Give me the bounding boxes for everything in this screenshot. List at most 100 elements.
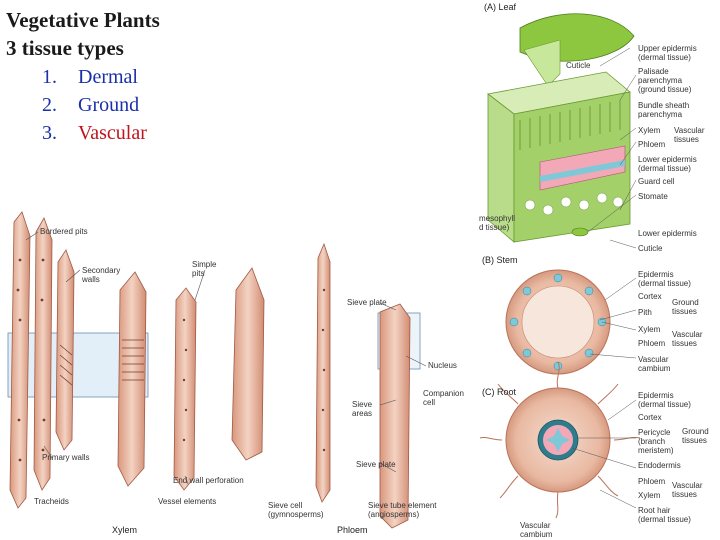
label-line: Pericycle	[638, 428, 671, 437]
label-xylem-c: Xylem	[638, 491, 661, 500]
label-cuticle-bottom: Cuticle	[638, 244, 663, 253]
label-line: meristem)	[638, 446, 674, 455]
label-line: (dermal tissue)	[638, 279, 691, 288]
pit-dots	[16, 258, 326, 462]
label-line: tissues	[672, 307, 697, 316]
leaf-phloem-stripe	[540, 160, 625, 182]
label-root-hair: Root hair (dermal tissue)	[638, 506, 691, 524]
label-phloem-c: Phloem	[638, 477, 666, 486]
label-line: Sieve tube element	[368, 501, 437, 510]
label-vascular-tissues-a: Vascular tissues	[674, 126, 705, 144]
label-stomate: Stomate	[638, 192, 668, 201]
label-line: Lower epidermis	[638, 155, 697, 164]
leaf-fold	[523, 39, 561, 87]
label-vascular-tissues-b: Vascular tissues	[672, 330, 703, 348]
root-xylem-star	[546, 428, 570, 452]
label-line: cell	[423, 398, 436, 407]
list-label: Ground	[78, 94, 140, 116]
label-lower-epidermis-b: Lower epidermis	[638, 229, 697, 238]
label-line: mesophyll	[479, 214, 516, 223]
title-line-1: Vegetative Plants	[6, 8, 160, 32]
label-ground-tissues-b: Ground tissues	[672, 298, 699, 316]
label-line: cambium	[638, 364, 671, 373]
label-sieve-plate-bottom: Sieve plate	[356, 460, 396, 469]
list-item: 2. Ground	[42, 91, 147, 119]
stem-vascular-bundles	[509, 273, 607, 371]
label-line: Upper epidermis	[638, 44, 697, 53]
slide-title: Vegetative Plants 3 tissue types	[6, 6, 160, 62]
list-number: 1.	[42, 66, 57, 88]
label-line: tissues	[672, 339, 697, 348]
label-phloem-b: Phloem	[638, 339, 666, 348]
vessel-element	[173, 287, 197, 491]
label-sieve-plate-top: Sieve plate	[347, 298, 387, 307]
label-end-wall-perforation: End wall perforation	[173, 476, 244, 485]
label-line: parenchyma	[638, 110, 683, 119]
label-line: Ground	[672, 298, 699, 307]
label-line: (angiosperms)	[368, 510, 420, 519]
label-tracheids: Tracheids	[34, 497, 69, 506]
label-c-root: (C) Root	[482, 387, 517, 397]
guard-cell-shape	[571, 227, 589, 237]
label-line: Vascular	[638, 355, 669, 364]
label-line: Sieve	[352, 400, 373, 409]
label-line: pits	[192, 269, 205, 278]
palisade-cells	[519, 100, 621, 150]
label-pericycle: Pericycle (branch meristem)	[638, 428, 674, 455]
label-secondary-walls: Secondary walls	[82, 266, 120, 284]
label-phloem: Phloem	[337, 525, 368, 535]
label-b-stem: (B) Stem	[482, 255, 518, 265]
label-lower-epidermis: Lower epidermis (dermal tissue)	[638, 155, 697, 173]
label-line: tissues	[674, 135, 699, 144]
tracheid-cell	[9, 211, 31, 509]
spongy-cells	[524, 192, 624, 216]
label-cortex-c: Cortex	[638, 413, 662, 422]
label-line: areas	[352, 409, 373, 418]
label-cuticle-top: Cuticle	[566, 61, 591, 70]
label-bordered-pits: Bordered pits	[40, 227, 88, 236]
label-line: tissues	[682, 436, 707, 445]
label-vessel-elements: Vessel elements	[158, 497, 217, 506]
label-cortex-b: Cortex	[638, 292, 662, 301]
vessel-element	[117, 271, 147, 487]
label-line: (dermal tissue)	[638, 400, 691, 409]
label-simple-pits: Simple pits	[192, 260, 216, 278]
label-line: Palisade	[638, 67, 669, 76]
vessel-element	[231, 267, 265, 461]
tracheid-cell	[55, 249, 75, 451]
label-guard-cell: Guard cell	[638, 177, 675, 186]
label-xylem-a: Xylem	[638, 126, 661, 135]
label-phloem-a: Phloem	[638, 140, 666, 149]
label-companion-cell: Companion cell	[423, 389, 464, 407]
sieve-tube-element	[379, 303, 411, 529]
label-line: (dermal tissue)	[638, 53, 691, 62]
label-line: (ground tissue)	[638, 85, 692, 94]
label-line: Vascular	[672, 481, 703, 490]
label-upper-epidermis: Upper epidermis (dermal tissue)	[638, 44, 697, 62]
stem-pith	[521, 285, 595, 359]
label-line: Simple	[192, 260, 217, 269]
list-label: Vascular	[78, 122, 147, 144]
label-nucleus: Nucleus	[428, 361, 457, 370]
sieve-cell	[315, 242, 331, 503]
list-item: 3. Vascular	[42, 119, 147, 147]
label-sieve-cell: Sieve cell (gymnosperms)	[268, 501, 324, 519]
label-a-leaf: (A) Leaf	[484, 2, 517, 12]
label-line: Ground	[682, 427, 709, 436]
label-line: (dermal tissue)	[638, 164, 691, 173]
list-number: 2.	[42, 94, 57, 116]
label-bundle-sheath: Bundle sheath parenchyma	[638, 101, 689, 119]
label-line: tissues	[672, 490, 697, 499]
label-line: Epidermis	[638, 391, 674, 400]
label-line: (branch	[638, 437, 666, 446]
label-endodermis: Endodermis	[638, 461, 681, 470]
label-vascular-cambium-c: Vascular cambium	[520, 521, 552, 539]
label-line: Root hair	[638, 506, 671, 515]
label-mesophyll: mesophyll d tissue)	[479, 214, 515, 232]
list-label: Dermal	[78, 66, 138, 88]
label-pith: Pith	[638, 308, 652, 317]
label-line: (gymnosperms)	[268, 510, 324, 519]
list-number: 3.	[42, 122, 57, 144]
